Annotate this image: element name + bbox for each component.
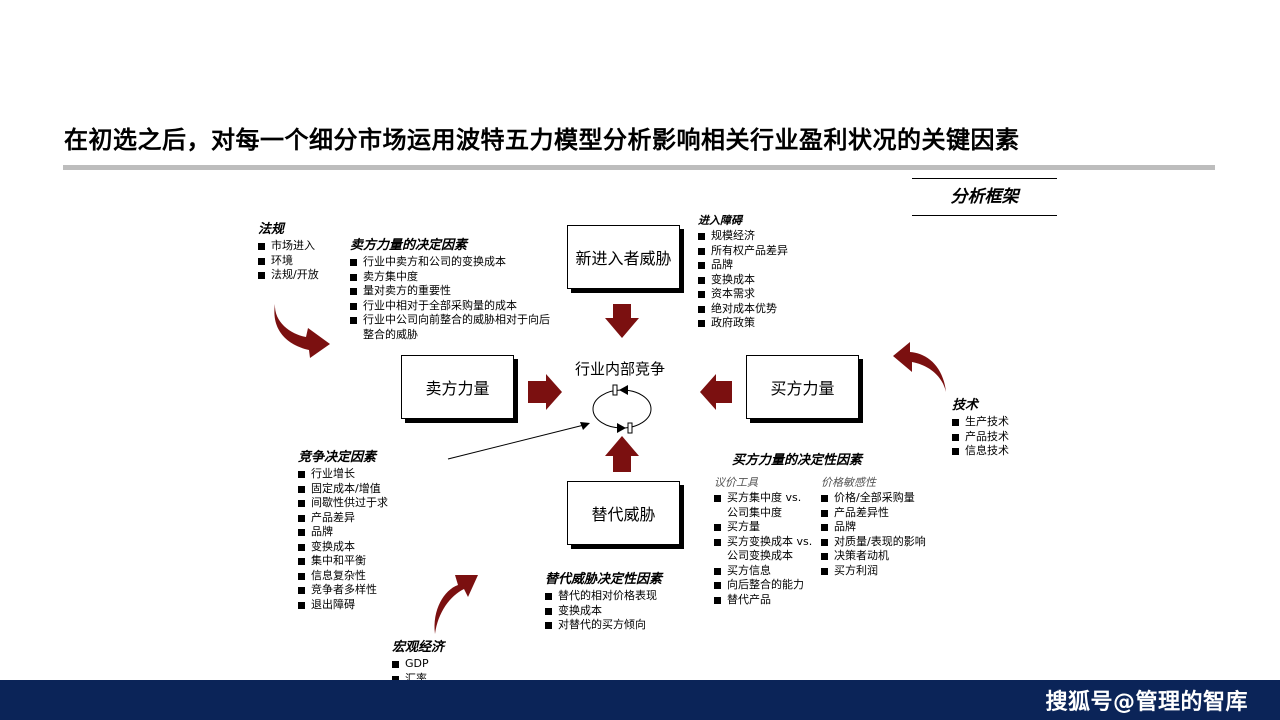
bargaining-item: 向后整合的能力 <box>714 578 814 593</box>
entry-barrier-item: 品牌 <box>698 258 788 273</box>
bargaining-item: 买方集中度 vs. 公司集中度 <box>714 491 814 520</box>
arrow-down-from-new-entrants <box>605 304 639 338</box>
curved-arrow-technology <box>893 342 946 392</box>
arrow-up-from-substitutes <box>605 436 639 472</box>
buyer-factors-heading-block: 买方力量的决定性因素 <box>732 453 862 470</box>
entry-barrier-item: 政府政策 <box>698 316 788 331</box>
macro-heading: 宏观经济 <box>392 640 445 655</box>
price-sensitivity-item: 对质量/表现的影响 <box>821 535 931 550</box>
supplier-factors-block: 卖方力量的决定因素 行业中卖方和公司的变换成本 卖方集中度 量对卖方的重要性 行… <box>350 238 550 342</box>
supplier-factors-heading: 卖方力量的决定因素 <box>350 238 468 253</box>
rivalry-factor-item: 竞争者多样性 <box>298 583 388 598</box>
rivalry-factors-heading: 竞争决定因素 <box>298 450 377 465</box>
entry-barrier-item: 资本需求 <box>698 287 788 302</box>
page-title: 在初选之后，对每一个细分市场运用波特五力模型分析影响相关行业盈利状况的关键因素 <box>64 126 1020 154</box>
curved-arrow-macro <box>434 575 478 634</box>
supplier-factor-item: 卖方集中度 <box>350 270 550 285</box>
bargaining-item: 买方变换成本 vs. 公司变换成本 <box>714 535 814 564</box>
arrow-left-from-buyers <box>700 374 732 410</box>
macro-item: GDP <box>392 657 444 672</box>
entry-barrier-item: 变换成本 <box>698 273 788 288</box>
substitutes-box: 替代威胁 <box>567 481 680 545</box>
new-entrants-label: 新进入者威胁 <box>575 249 672 268</box>
regulation-item: 法规/开放 <box>258 268 319 283</box>
title-divider <box>63 165 1215 170</box>
bargaining-item: 替代产品 <box>714 593 814 608</box>
rivalry-label: 行业内部竞争 <box>575 360 666 378</box>
substitute-factor-item: 变换成本 <box>545 604 662 619</box>
footer-bar <box>0 680 1280 720</box>
new-entrants-box: 新进入者威胁 <box>567 225 680 289</box>
price-sensitivity-item: 价格/全部采购量 <box>821 491 931 506</box>
price-sensitivity-item: 买方利润 <box>821 564 931 579</box>
supplier-factor-item: 行业中相对于全部采购量的成本 <box>350 299 550 314</box>
bargaining-item: 买方信息 <box>714 564 814 579</box>
arrow-right-from-suppliers <box>528 374 562 410</box>
substitute-factors-heading: 替代威胁决定性因素 <box>545 572 663 587</box>
curved-arrow-regulation <box>274 304 330 358</box>
bargaining-tools-block: 议价工具 买方集中度 vs. 公司集中度 买方量 买方变换成本 vs. 公司变换… <box>714 476 814 607</box>
price-sensitivity-item: 品牌 <box>821 520 931 535</box>
rivalry-factor-item: 行业增长 <box>298 467 388 482</box>
regulation-heading: 法规 <box>258 222 285 237</box>
entry-barriers-heading: 进入障碍 <box>698 214 742 227</box>
price-sensitivity-block: 价格敏感性 价格/全部采购量 产品差异性 品牌 对质量/表现的影响 决策者动机 … <box>821 476 931 578</box>
bargaining-item: 买方量 <box>714 520 814 535</box>
substitute-factor-item: 对替代的买方倾向 <box>545 618 662 633</box>
supplier-factor-item: 量对卖方的重要性 <box>350 284 550 299</box>
price-sensitivity-item: 产品差异性 <box>821 506 931 521</box>
rivalry-factor-item: 固定成本/增值 <box>298 482 388 497</box>
rivalry-factor-item: 变换成本 <box>298 540 388 555</box>
buyers-box: 买方力量 <box>746 355 859 419</box>
analysis-framework-label: 分析框架 <box>912 178 1057 216</box>
supplier-factor-item: 行业中公司向前整合的威胁相对于向后整合的威胁 <box>350 313 550 342</box>
bargaining-tools-heading: 议价工具 <box>714 476 758 489</box>
watermark: 搜狐号@管理的智库 <box>1045 690 1248 715</box>
regulation-block: 法规 市场进入 环境 法规/开放 <box>258 222 319 283</box>
supplier-factor-item: 行业中卖方和公司的变换成本 <box>350 255 550 270</box>
technology-block: 技术 生产技术 产品技术 信息技术 <box>952 398 1009 459</box>
entry-barrier-item: 所有权产品差异 <box>698 244 788 259</box>
technology-item: 信息技术 <box>952 444 1009 459</box>
regulation-item: 环境 <box>258 254 319 269</box>
entry-barrier-item: 绝对成本优势 <box>698 302 788 317</box>
rivalry-cycle-ellipse <box>592 389 652 429</box>
entry-barriers-block: 进入障碍 规模经济 所有权产品差异 品牌 变换成本 资本需求 绝对成本优势 政府… <box>698 214 788 331</box>
rivalry-factor-item: 品牌 <box>298 525 388 540</box>
rivalry-factors-block: 竞争决定因素 行业增长 固定成本/增值 间歇性供过于求 产品差异 品牌 变换成本… <box>298 450 388 612</box>
rivalry-factor-item: 退出障碍 <box>298 598 388 613</box>
substitute-factor-item: 替代的相对价格表现 <box>545 589 662 604</box>
price-sensitivity-heading: 价格敏感性 <box>821 476 876 489</box>
rivalry-factor-item: 信息复杂性 <box>298 569 388 584</box>
rivalry-factor-item: 间歇性供过于求 <box>298 496 388 511</box>
entry-barrier-item: 规模经济 <box>698 229 788 244</box>
substitutes-label: 替代威胁 <box>591 505 656 524</box>
substitute-factors-block: 替代威胁决定性因素 替代的相对价格表现 变换成本 对替代的买方倾向 <box>545 572 662 633</box>
suppliers-box: 卖方力量 <box>401 355 514 419</box>
suppliers-label: 卖方力量 <box>425 379 490 398</box>
buyer-factors-heading: 买方力量的决定性因素 <box>732 453 863 468</box>
technology-item: 产品技术 <box>952 430 1009 445</box>
technology-heading: 技术 <box>952 398 979 413</box>
rivalry-pointer-line <box>447 424 585 460</box>
buyers-label: 买方力量 <box>770 379 835 398</box>
regulation-item: 市场进入 <box>258 239 319 254</box>
price-sensitivity-item: 决策者动机 <box>821 549 931 564</box>
rivalry-factor-item: 集中和平衡 <box>298 554 388 569</box>
rivalry-factor-item: 产品差异 <box>298 511 388 526</box>
technology-item: 生产技术 <box>952 415 1009 430</box>
